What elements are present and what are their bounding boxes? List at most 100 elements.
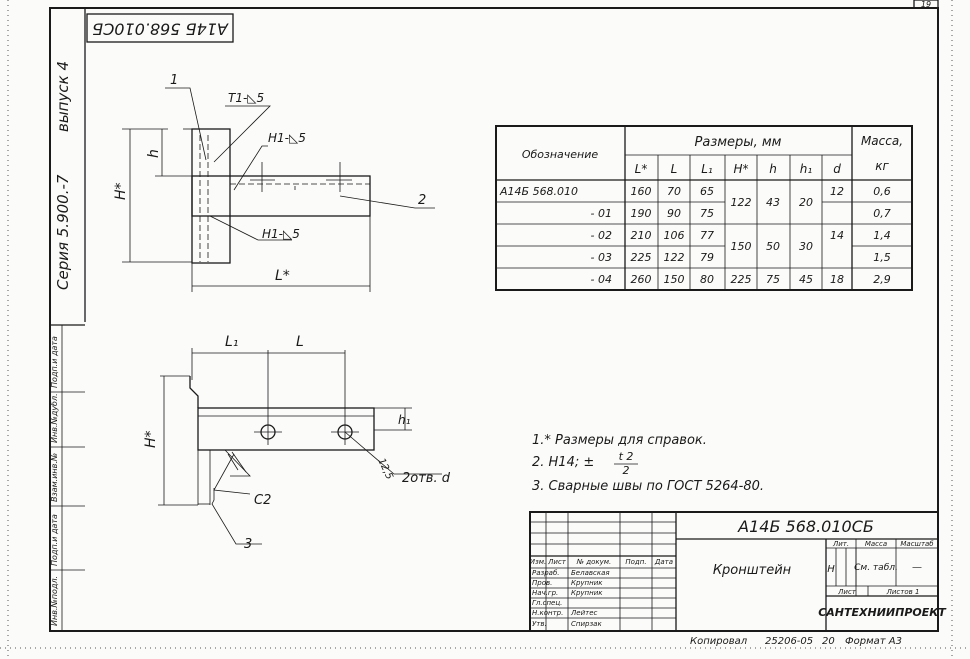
- weld-mid: Н1-◺5: [268, 131, 306, 145]
- tb-org: САНТЕХНИИПРОЕКТ: [818, 606, 947, 619]
- holes-label: 2отв. d: [402, 471, 451, 486]
- dim-h-top: h: [146, 149, 162, 158]
- table-subheader-4: h: [769, 162, 777, 176]
- tb-role: Утв.: [532, 620, 547, 628]
- footer-order-num: 20: [822, 636, 835, 647]
- table-row-mass: 0,7: [873, 207, 891, 220]
- table-merged-d: 14: [830, 229, 844, 242]
- tb-hdr-date: Дата: [654, 558, 673, 566]
- tb-role: Гл.спец.: [532, 599, 562, 607]
- table-row-mass: 1,5: [873, 251, 891, 264]
- weld-c2: С2: [254, 493, 271, 508]
- table-row-designation: - 03: [591, 251, 612, 264]
- table-row-L: 70: [667, 185, 681, 198]
- footer-format: Формат А3: [845, 636, 902, 647]
- margin-stamp: Инв.№подл. Подп.и дата Взам.инв.№ Инв.№д…: [50, 324, 85, 631]
- tb-role: Нач.гр.: [532, 589, 558, 597]
- table-row-designation: - 04: [591, 273, 612, 286]
- table-row-Lstar: 210: [631, 229, 652, 242]
- margin-label-2: Взам.инв.№: [50, 453, 59, 502]
- table-row-L1: 80: [700, 273, 714, 286]
- tb-code: А14Б 568.010СБ: [737, 517, 874, 536]
- table-row-Lstar: 160: [631, 185, 652, 198]
- table-row-L: 150: [664, 273, 685, 286]
- table-row-designation: - 01: [591, 207, 612, 220]
- table-row-Lstar: 225: [631, 251, 652, 264]
- note-3-text: 3. Сварные швы по ГОСТ 5264-80.: [532, 479, 764, 494]
- table-merged-h1: 20: [799, 196, 813, 209]
- notes: 1.* Размеры для справок. 2. Н14; ± t 2 2…: [532, 433, 764, 494]
- tb-col-scale: Масштаб: [900, 540, 934, 548]
- tb-scale-value: —: [912, 562, 922, 573]
- top-part-2: 2: [418, 193, 426, 208]
- drawing-frame: [49, 7, 939, 632]
- issue-text: выпуск 4: [54, 61, 72, 132]
- tb-role-name: Спирзак: [571, 620, 602, 628]
- table-row-designation: - 02: [591, 229, 612, 242]
- table-merged-h: 50: [766, 240, 780, 253]
- table-subheader-1: L: [671, 162, 678, 176]
- table-merged-h1: 45: [799, 273, 813, 286]
- tb-hdr-sign: Подп.: [625, 558, 646, 566]
- table-header-dimensions: Размеры, мм: [695, 135, 782, 150]
- table-row-L: 90: [667, 207, 681, 220]
- footer-order: 25206-05: [765, 636, 813, 647]
- top-part-1: 1: [170, 73, 178, 88]
- table-subheader-3: H*: [733, 162, 748, 176]
- footer-copied: Копировал: [690, 636, 748, 647]
- table-subheader-2: L₁: [701, 162, 713, 176]
- table-row-L1: 79: [700, 251, 714, 264]
- note-1-num: 1.*: [532, 433, 551, 448]
- table-row-L: 122: [664, 251, 685, 264]
- table-header-designation: Обозначение: [522, 148, 599, 161]
- table-subheader-0: L*: [635, 162, 648, 176]
- side-view: L₁ L h₁ H* 12,5 2отв. d С2 3: [143, 334, 451, 552]
- table-merged-H: 225: [731, 273, 752, 286]
- note-2-numerator: t 2: [619, 450, 634, 463]
- tb-sheet-label: Лист: [837, 588, 857, 596]
- table-merged-H: 122: [731, 196, 752, 209]
- table-merged-d: 12: [830, 185, 844, 198]
- tb-mass-value: См. табл.: [854, 563, 898, 573]
- table-row-mass: 0,6: [873, 185, 891, 198]
- tb-role-name: Крупник: [571, 589, 603, 597]
- weld-low: Н1-◺5: [262, 227, 300, 241]
- margin-label-4: Подп.и дата: [50, 336, 59, 388]
- table-subheader-5: h₁: [800, 162, 813, 176]
- tb-role: Пров.: [532, 579, 552, 587]
- table-row-mass: 1,4: [873, 229, 891, 242]
- footer: Копировал 25206-05 20 Формат А3: [690, 636, 902, 647]
- sheet-number-box: [913, 0, 939, 9]
- table-row-L1: 65: [700, 185, 714, 198]
- margin-label-1: Подп.и дата: [50, 514, 59, 566]
- roughness: 12,5: [375, 457, 394, 482]
- tb-lit-value: Н: [827, 564, 835, 575]
- table-merged-h: 43: [766, 196, 780, 209]
- tb-col-lit: Лит.: [832, 540, 849, 548]
- title-block: Изм. Лист № докум. Подп. Дата Разраб.Бел…: [529, 511, 947, 632]
- table-row-Lstar: 260: [631, 273, 652, 286]
- dim-h1-side: h₁: [398, 413, 411, 427]
- tb-hdr-list: Лист: [547, 558, 567, 566]
- tb-role: Разраб.: [532, 569, 560, 577]
- table-row-L: 106: [664, 229, 685, 242]
- note-1-text: Размеры для справок.: [555, 433, 707, 448]
- dim-H-side: H*: [143, 430, 159, 448]
- dim-L-side: L: [296, 334, 304, 350]
- table-subheader-6: d: [833, 162, 841, 176]
- tb-sheets-label: Листов 1: [886, 588, 920, 596]
- sheet-number: 19: [921, 0, 931, 9]
- stamp-box: [86, 13, 234, 43]
- stamp-rotated: А14Б 568.010СБ: [92, 20, 229, 39]
- top-view: 1 2 Т1-◺5 Н1-◺5 Н1-◺5 h H* L*: [113, 73, 435, 292]
- note-2-denominator: 2: [623, 464, 630, 477]
- tb-name: Кронштейн: [713, 563, 792, 578]
- table-header-mass-unit: кг: [875, 159, 889, 173]
- tb-role-name: Белавская: [571, 569, 610, 577]
- table-merged-h: 75: [766, 273, 780, 286]
- dim-H-top: H*: [113, 182, 129, 200]
- table-merged-H: 150: [731, 240, 752, 253]
- series-text: Серия 5.900.-7: [54, 174, 72, 290]
- tb-role-name: Крупник: [571, 579, 603, 587]
